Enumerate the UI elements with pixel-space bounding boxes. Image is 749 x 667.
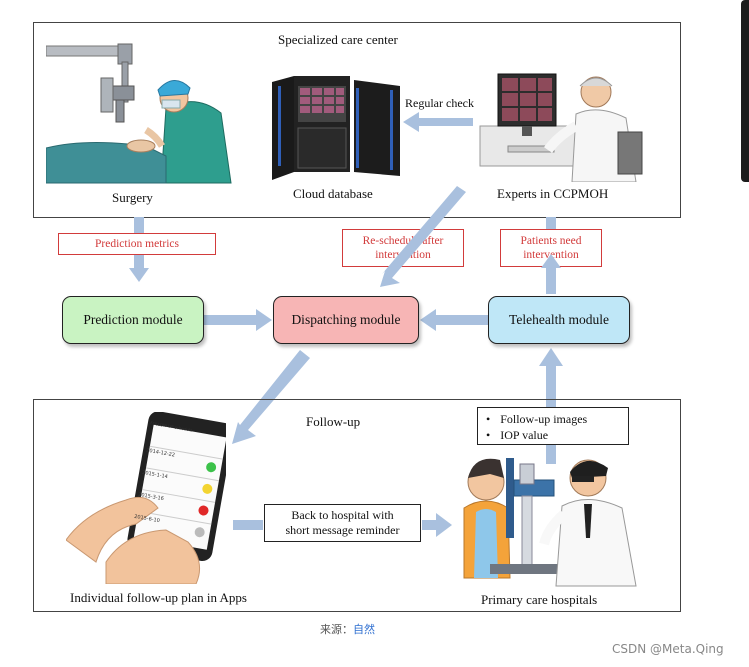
follow-up-panel <box>33 399 681 612</box>
primary-care-illustration <box>463 458 637 587</box>
source-link[interactable]: 自然 <box>353 623 375 636</box>
follow-up-item: IOP value <box>486 427 622 443</box>
reminder-box: Back to hospital with short message remi… <box>264 504 421 542</box>
cloud-database-caption: Cloud database <box>293 186 373 201</box>
prediction-module: Prediction module <box>62 296 204 344</box>
regular-check-arrow <box>403 112 473 132</box>
follow-up-title: Follow-up <box>306 414 361 429</box>
watermark: CSDN @Meta.Qing <box>612 642 724 656</box>
dispatching-module: Dispatching module <box>273 296 419 344</box>
source-line: 来源：自然 <box>320 621 375 637</box>
regular-check-label: Regular check <box>405 96 474 110</box>
surgery-caption: Surgery <box>112 190 153 205</box>
app-plan-caption: Individual follow-up plan in Apps <box>70 590 247 605</box>
window-edge-bar <box>741 0 749 182</box>
specialized-care-center-title: Specialized care center <box>278 32 398 47</box>
prediction-metrics-label: Prediction metrics <box>58 233 216 255</box>
experts-caption: Experts in CCPMOH <box>497 186 609 201</box>
follow-up-items: Follow-up images IOP value <box>477 407 629 445</box>
experts-illustration <box>479 73 643 182</box>
cloud-database-illustration <box>272 76 400 180</box>
phone-app-illustration <box>66 412 226 584</box>
surgery-illustration <box>46 43 232 184</box>
source-label: 来源： <box>320 623 353 636</box>
telehealth-module: Telehealth module <box>488 296 630 344</box>
primary-care-caption: Primary care hospitals <box>481 592 598 607</box>
follow-up-item: Follow-up images <box>486 411 622 427</box>
